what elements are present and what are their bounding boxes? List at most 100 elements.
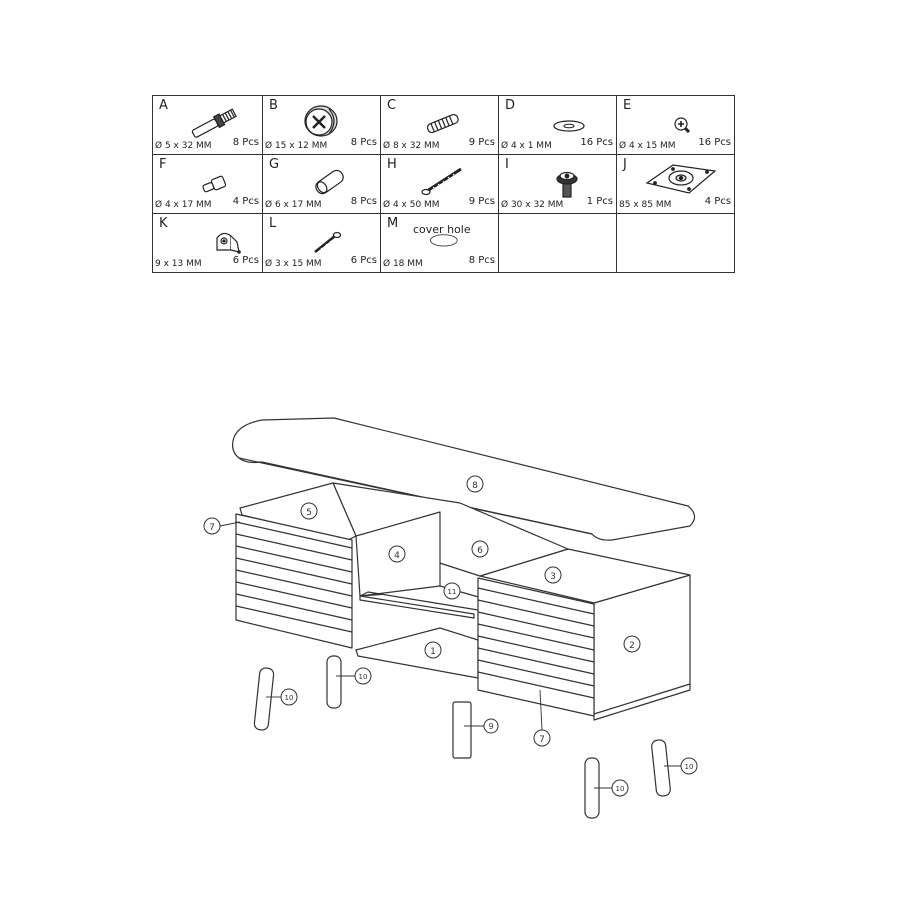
hardware-qty: 16 Pcs (698, 137, 731, 148)
hardware-spec: Ø 5 x 32 MM (155, 141, 212, 151)
hardware-cell-c: C Ø 8 x 32 MM 9 Pcs (380, 95, 499, 155)
part-label-11: 11 (448, 588, 457, 596)
hardware-spec: Ø 18 MM (383, 259, 423, 269)
hardware-letter: M (387, 216, 399, 231)
cover-hole-note: cover hole (413, 223, 471, 236)
leg-mounting-plate-icon (645, 164, 717, 194)
part-label-8: 8 (472, 481, 478, 491)
hardware-letter: L (269, 216, 277, 231)
hardware-qty: 6 Pcs (350, 255, 377, 266)
hardware-cell-empty-1 (498, 213, 617, 273)
part-label-10-c: 10 (616, 785, 625, 793)
part-callout-8 (466, 475, 484, 493)
part-label-2: 2 (629, 641, 635, 651)
part-label-5: 5 (306, 508, 312, 518)
hardware-qty: 9 Pcs (468, 137, 495, 148)
part-callout-11 (443, 582, 461, 600)
hardware-letter: K (159, 216, 168, 231)
corner-bracket-icon (216, 232, 241, 254)
hardware-table: A Ø 5 x 32 MM 8 Pcs B (152, 95, 735, 273)
cover-cap-icon (430, 234, 458, 247)
part-label-10-a: 10 (285, 694, 294, 702)
hardware-spec: Ø 4 x 1 MM (501, 141, 552, 151)
hardware-letter: A (159, 98, 168, 113)
hardware-qty: 8 Pcs (350, 196, 377, 207)
part-label-4: 4 (394, 551, 400, 561)
hardware-qty: 4 Pcs (704, 196, 731, 207)
hardware-cell-k: K 9 x 13 MM 6 Pcs (152, 213, 263, 273)
part-label-6: 6 (477, 546, 483, 556)
hardware-letter: E (623, 98, 632, 113)
part-callout-3 (544, 566, 562, 584)
wood-dowel-icon (426, 113, 459, 134)
part-label-10-d: 10 (685, 763, 694, 771)
hardware-spec: Ø 15 x 12 MM (265, 141, 328, 151)
washer-icon (553, 120, 585, 132)
hardware-spec: Ø 4 x 17 MM (155, 200, 212, 210)
part-label-10-b: 10 (359, 673, 368, 681)
hardware-qty: 16 Pcs (580, 137, 613, 148)
right-door (477, 577, 595, 717)
hardware-qty: 6 Pcs (232, 255, 259, 266)
cam-lock-icon (304, 105, 338, 137)
hardware-spec: 9 x 13 MM (155, 259, 202, 269)
hardware-qty: 4 Pcs (232, 196, 259, 207)
hardware-qty: 1 Pcs (586, 196, 613, 207)
hardware-cell-i: I Ø 30 x 32 MM 1 Pcs (498, 154, 617, 214)
hardware-spec: 85 x 85 MM (619, 200, 672, 210)
part-callout-6 (471, 540, 489, 558)
hardware-letter: G (269, 157, 280, 172)
hardware-spec: Ø 30 x 32 MM (501, 200, 564, 210)
long-screw-icon (421, 167, 462, 196)
hardware-qty: 8 Pcs (350, 137, 377, 148)
hardware-cell-m: M cover hole Ø 18 MM 8 Pcs (380, 213, 499, 273)
left-door (235, 513, 353, 649)
part-callout-1 (424, 641, 442, 659)
hardware-letter: H (387, 157, 397, 172)
connector-sleeve-icon (315, 169, 344, 195)
small-screw-icon (314, 231, 342, 254)
hardware-letter: J (623, 157, 627, 172)
leg-back-left (326, 655, 342, 709)
part-callout-2 (623, 635, 641, 653)
hardware-spec: Ø 8 x 32 MM (383, 141, 440, 151)
hardware-cell-h: H Ø 4 x 50 MM 9 Pcs (380, 154, 499, 214)
hardware-letter: B (269, 98, 278, 113)
hardware-cell-f: F Ø 4 x 17 MM 4 Pcs (152, 154, 263, 214)
shelf-pin-icon (202, 175, 227, 193)
hardware-spec: Ø 4 x 50 MM (383, 200, 440, 210)
leveling-foot-icon (556, 171, 578, 198)
part-label-7-left: 7 (209, 523, 215, 533)
hardware-cell-l: L Ø 3 x 15 MM 6 Pcs (262, 213, 381, 273)
hardware-cell-a: A Ø 5 x 32 MM 8 Pcs (152, 95, 263, 155)
leg-front-left (253, 667, 275, 731)
hardware-letter: C (387, 98, 397, 113)
part-callout-4 (388, 545, 406, 563)
part-label-7-right: 7 (539, 735, 545, 745)
hardware-letter: F (159, 157, 167, 172)
top-panel (232, 417, 696, 541)
bottom-panel (355, 627, 479, 679)
hardware-spec: Ø 4 x 15 MM (619, 141, 676, 151)
screw-head-icon (674, 117, 691, 134)
cam-bolt-icon (191, 108, 237, 138)
hardware-cell-e: E Ø 4 x 15 MM 16 Pcs (616, 95, 735, 155)
hardware-cell-b: B Ø 15 x 12 MM 8 Pcs (262, 95, 381, 155)
hardware-cell-empty-2 (616, 213, 735, 273)
hardware-letter: I (505, 157, 509, 172)
part-label-9: 9 (488, 722, 493, 731)
hardware-qty: 9 Pcs (468, 196, 495, 207)
part-callout-5 (300, 502, 318, 520)
hardware-letter: D (505, 98, 516, 113)
hardware-qty: 8 Pcs (232, 137, 259, 148)
part-label-3: 3 (550, 572, 556, 582)
hardware-spec: Ø 3 x 15 MM (265, 259, 322, 269)
leg-front-right (651, 739, 671, 797)
hardware-cell-g: G Ø 6 x 17 MM 8 Pcs (262, 154, 381, 214)
hardware-spec: Ø 6 x 17 MM (265, 200, 322, 210)
hardware-qty: 8 Pcs (468, 255, 495, 266)
hardware-cell-j: J 85 x 85 MM 4 Pcs (616, 154, 735, 214)
middle-leg (452, 701, 472, 759)
part-label-1: 1 (430, 647, 436, 657)
